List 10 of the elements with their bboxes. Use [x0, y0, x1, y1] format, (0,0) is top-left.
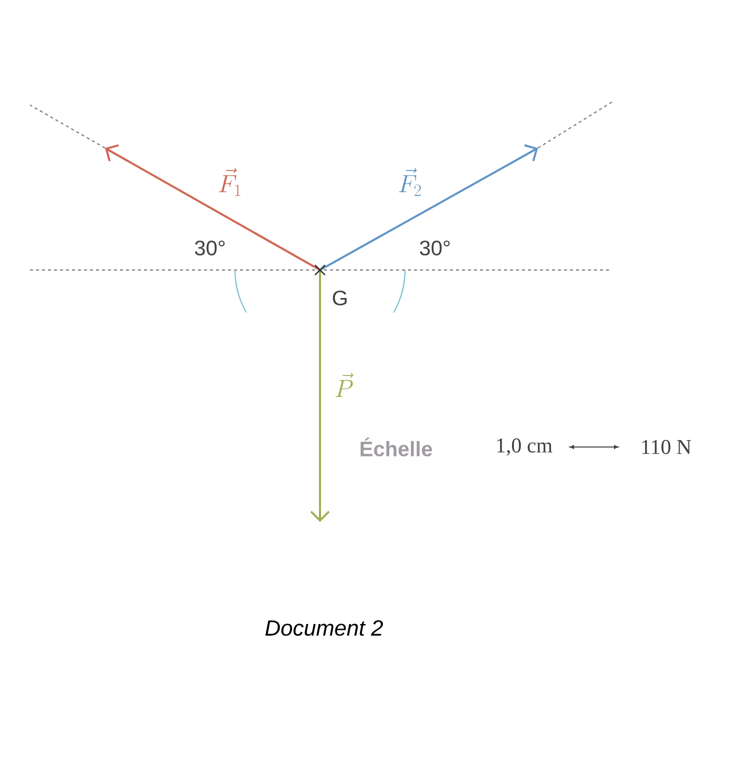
force-label: $\vec{P}$ [336, 373, 354, 398]
force-label: $\vec{F}_1$ [219, 168, 240, 196]
force-label: $\vec{F}_2$ [399, 168, 421, 196]
point-label: G [332, 290, 347, 306]
scale-value: 110 N [642, 440, 692, 454]
scale-label: Échelle [360, 438, 432, 456]
caption: Document 2 [265, 620, 383, 636]
angle-label: 30° [420, 240, 450, 256]
scale-value: 1,0 cm [497, 438, 552, 456]
angle-label: 30° [194, 240, 225, 256]
